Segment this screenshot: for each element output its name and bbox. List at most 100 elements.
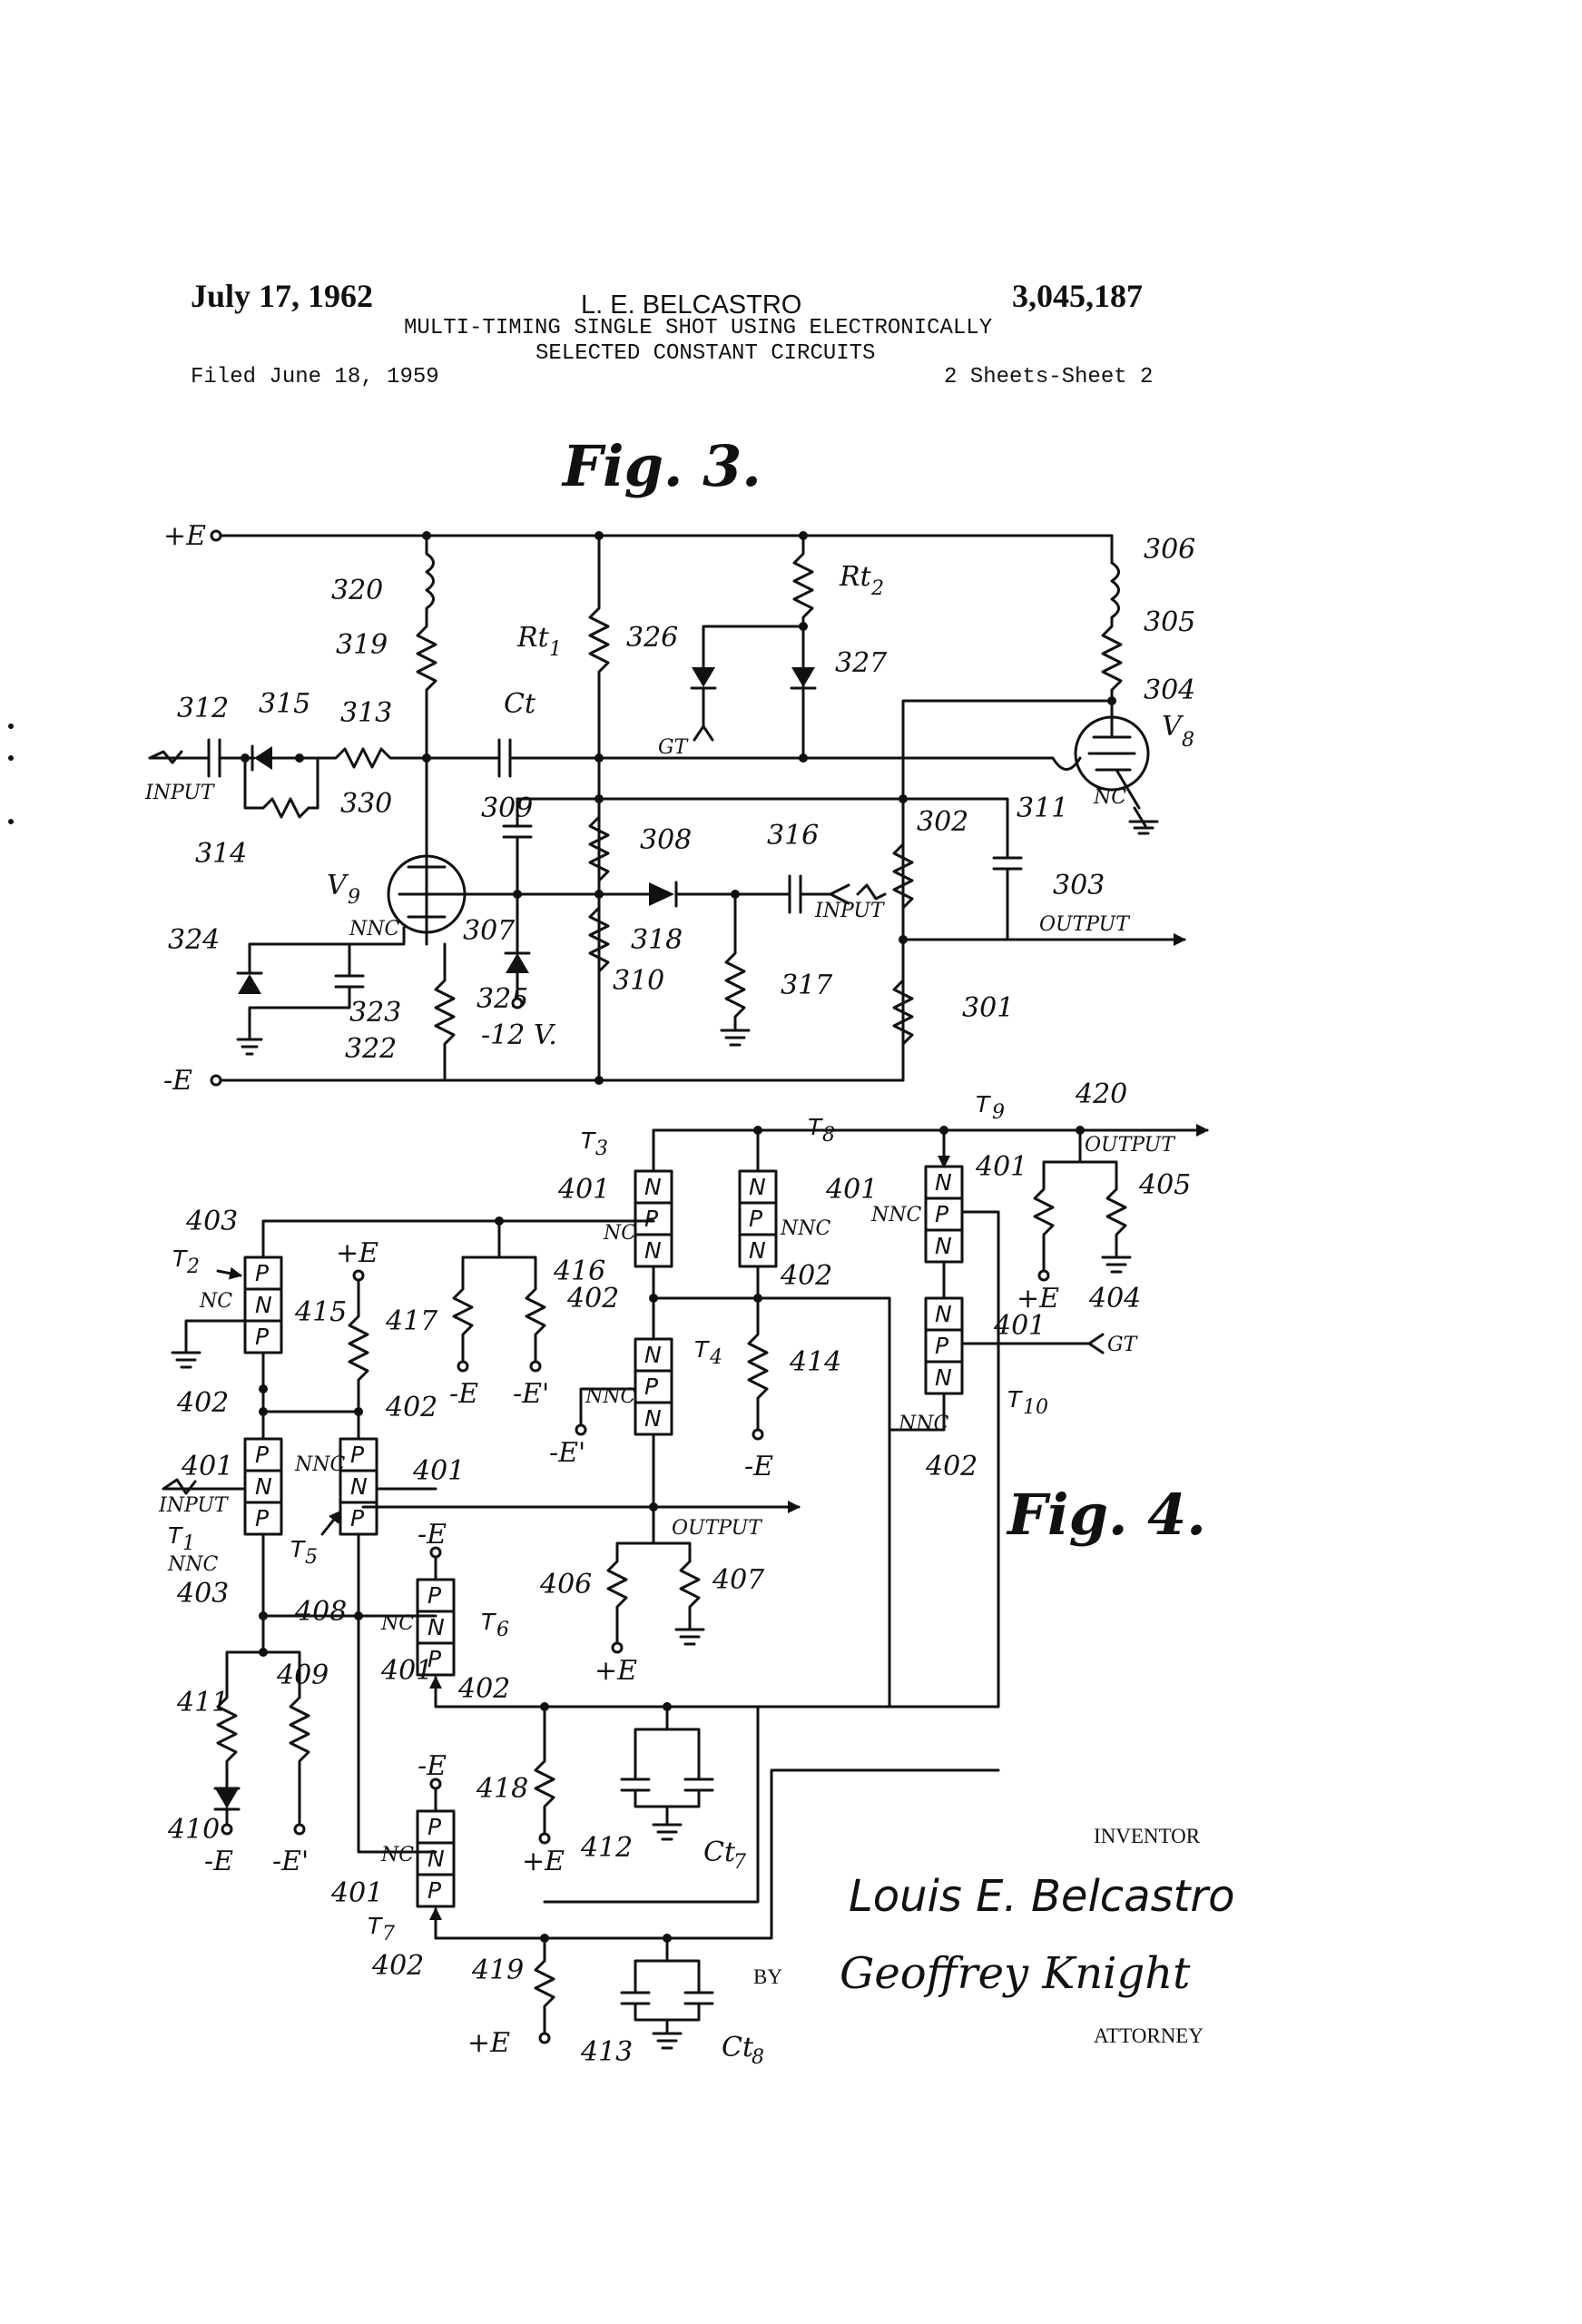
- minus-e-417: -E: [449, 1378, 478, 1410]
- label-410: 410: [167, 1814, 220, 1846]
- t7-401-label: 401: [330, 1877, 383, 1909]
- patent-date: July 17, 1962: [191, 278, 374, 314]
- ct8-subscript: 8: [752, 2046, 764, 2069]
- rt1-label: Rt: [516, 622, 550, 654]
- junction: [799, 531, 808, 540]
- label-413: 413: [580, 2036, 633, 2068]
- diode-327: [791, 667, 815, 687]
- minus-e-414: -E: [744, 1451, 773, 1482]
- label-312: 312: [177, 693, 229, 724]
- resistor-317: [720, 892, 751, 1047]
- fig3-plus-e-label: +E: [163, 520, 206, 552]
- capacitor-303: [516, 797, 1023, 941]
- transistor-divider: [243, 1287, 283, 1323]
- capacitor-309: [502, 797, 533, 896]
- fig3-minus-e-label: -E: [163, 1065, 192, 1097]
- input-label-right: INPUT: [814, 900, 886, 922]
- label-327: 327: [835, 647, 888, 679]
- minus-e-terminal: [221, 1823, 233, 1836]
- label-407: 407: [712, 1564, 765, 1596]
- t9-label: T: [976, 1091, 991, 1118]
- junction: [259, 1611, 268, 1620]
- diode-318: [649, 882, 674, 906]
- junction: [594, 1076, 604, 1085]
- t10-n1: N: [935, 1301, 952, 1327]
- patent-title-line1: MULTI-TIMING SINGLE SHOT USING ELECTRONI…: [404, 316, 993, 340]
- tube-v9-electrodes: [398, 854, 456, 946]
- transistor-t6: [416, 1578, 456, 1677]
- transistor-divider: [634, 1201, 673, 1236]
- node-402-left: [261, 1351, 360, 1441]
- minus-e-prime-terminal: [293, 1823, 306, 1836]
- resistor-415: [348, 1278, 369, 1413]
- inventor-name: Louis E. Belcastro: [849, 1871, 1235, 1922]
- label-317: 317: [781, 970, 833, 1001]
- gt-terminal: [690, 686, 717, 742]
- ct7-subscript: 7: [733, 1851, 746, 1874]
- node-402-label: 402: [780, 1260, 832, 1292]
- v8-nc-label: NC: [1093, 786, 1126, 809]
- label-301: 301: [962, 992, 1014, 1024]
- t9-n2: N: [935, 1233, 952, 1259]
- diode-318-capacitor-316: [597, 874, 832, 914]
- emitter-node-402: [652, 1265, 891, 1300]
- t8-401-label: 401: [825, 1174, 878, 1206]
- t7-label: T: [368, 1913, 383, 1939]
- t4-label: T: [694, 1336, 710, 1363]
- diode-324: [238, 974, 261, 994]
- label-411: 411: [176, 1687, 229, 1718]
- margin-mark: [8, 755, 14, 761]
- t10-402-label: 402: [925, 1451, 978, 1482]
- plus-e-terminal: [1037, 1269, 1050, 1282]
- t7-nc-label: NC: [380, 1844, 414, 1866]
- capacitors-413-ct8: [620, 1936, 714, 2050]
- t10-emitter-line: [756, 1296, 946, 1432]
- t8-n1: N: [749, 1174, 766, 1200]
- t5-subscript: 5: [305, 1546, 318, 1569]
- t1-label: T: [168, 1522, 183, 1549]
- label-325: 325: [477, 983, 528, 1015]
- t1-nnc-label: NNC: [167, 1553, 219, 1576]
- t1-403-label: 403: [176, 1578, 229, 1610]
- minus-e-prime-416: -E': [513, 1378, 549, 1410]
- gt-branch-wire: [702, 625, 805, 669]
- patent-title-line2: SELECTED CONSTANT CIRCUITS: [536, 341, 876, 366]
- minus12v-label: -12 V.: [481, 1019, 557, 1051]
- transistor-divider: [243, 1469, 283, 1504]
- label-307: 307: [463, 915, 516, 947]
- t1-input-label: INPUT: [158, 1494, 230, 1517]
- t2-subscript: 2: [186, 1256, 200, 1278]
- t1-subscript: 1: [182, 1532, 195, 1555]
- t3-base-line-403: [261, 1219, 655, 1259]
- label-417: 417: [385, 1305, 438, 1337]
- resistor-308: [588, 797, 610, 896]
- t2-p2: P: [255, 1324, 270, 1350]
- t6-label: T: [481, 1609, 496, 1635]
- t10-p: P: [935, 1333, 949, 1359]
- junction: [354, 1407, 363, 1416]
- capacitor-312: [180, 738, 247, 778]
- label-324: 324: [168, 924, 220, 956]
- arrow: [320, 1510, 342, 1536]
- junction: [259, 1384, 268, 1393]
- rt1-subscript: 1: [549, 638, 562, 661]
- label-305: 305: [1144, 606, 1195, 638]
- plus-e-404: +E: [1017, 1283, 1059, 1315]
- resistor-301: [892, 938, 914, 1082]
- t4-n1: N: [644, 1342, 662, 1368]
- plus-e-419: +E: [467, 2027, 510, 2059]
- t3-nc-label: NC: [603, 1222, 636, 1245]
- fig4-diagram: Fig. 4. 420 OUTPUT T 9 +E 404 405 N P N …: [158, 1078, 1209, 2069]
- label-419: 419: [471, 1955, 524, 1986]
- input-symbol-left: [148, 750, 183, 764]
- plus-e-terminal: [538, 2032, 551, 2044]
- t7-emitter-bus: [434, 1768, 1000, 1940]
- plus-e-418: +E: [522, 1846, 565, 1877]
- transistor-divider: [924, 1196, 964, 1232]
- t8-label: T: [808, 1114, 823, 1140]
- v9-subscript: 9: [348, 886, 360, 909]
- t8-n2: N: [749, 1237, 766, 1264]
- label-330: 330: [340, 788, 392, 820]
- t5-collector-line: [357, 1532, 437, 1854]
